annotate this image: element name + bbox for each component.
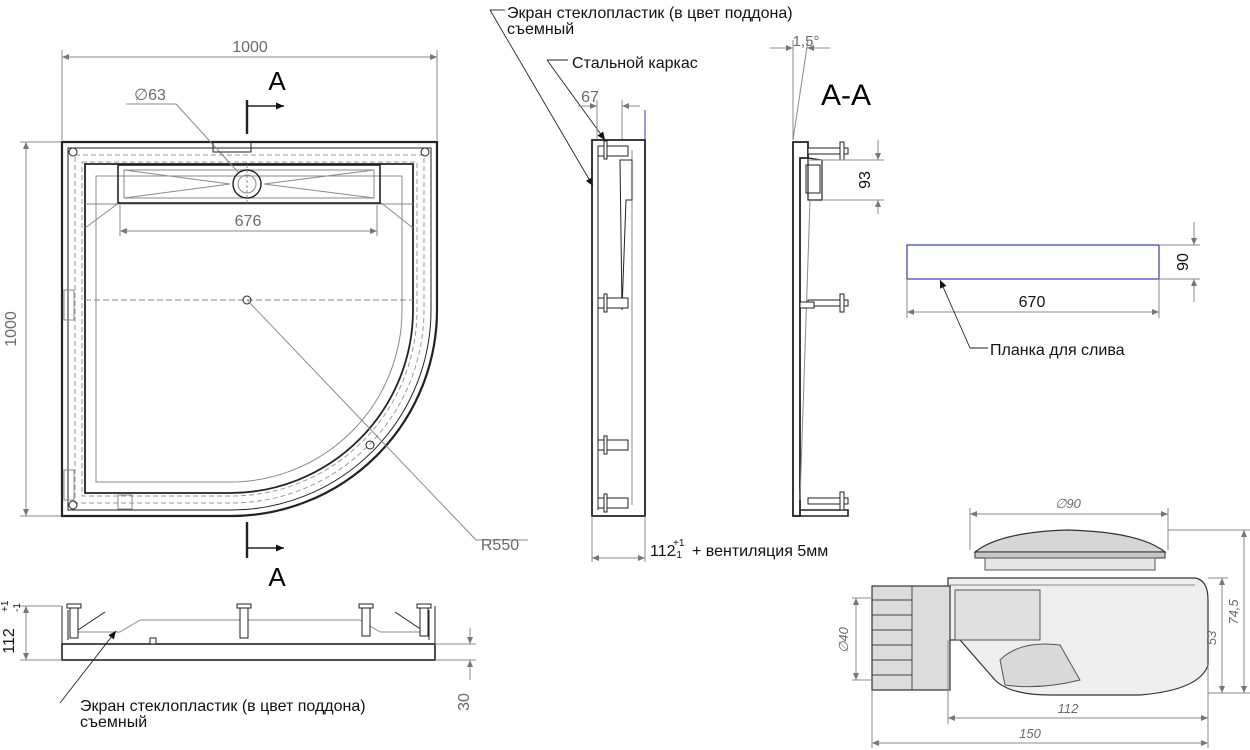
plate-note: Планка для слива xyxy=(990,342,1125,359)
siphon-body-length-label: 112 xyxy=(1058,701,1079,716)
siphon-body-height-label: 53 xyxy=(1204,630,1219,645)
side-screen-note-line1: Экран стеклопластик (в цвет поддона) xyxy=(507,5,793,22)
side-view: Экран стеклопластик (в цвет поддона) съе… xyxy=(489,5,828,562)
drain-diameter-label: ∅63 xyxy=(134,87,166,104)
drain-plate: 90 670 Планка для слива xyxy=(906,222,1200,359)
section-mark-top: A xyxy=(268,66,286,96)
front-view: 112 +1 -1 30 Экран стеклопластик (в цвет… xyxy=(0,600,476,731)
foot-height-label: 30 xyxy=(456,693,473,711)
side-depth-label: 67 xyxy=(581,89,599,106)
section-title: A-A xyxy=(821,79,871,112)
side-tolerance-minus: -1 xyxy=(673,550,682,561)
siphon-total-length-label: 150 xyxy=(1019,726,1041,741)
drain-width-label: 676 xyxy=(235,213,262,230)
front-height-label: 112 xyxy=(1,628,18,654)
plate-length-label: 670 xyxy=(1019,294,1046,311)
front-screen-note-line2: съемный xyxy=(80,714,147,731)
front-tolerance-plus: +1 xyxy=(0,600,11,612)
side-height-label: 112 xyxy=(650,543,676,560)
front-screen-note-line1: Экран стеклопластик (в цвет поддона) xyxy=(80,698,366,715)
side-screen-note-line2: съемный xyxy=(507,21,574,38)
siphon-outlet-diameter-label: ∅40 xyxy=(836,626,851,653)
frame-note: Стальной каркас xyxy=(572,55,698,72)
section-view: A-A 1,5° 93 xyxy=(770,33,884,517)
angle-label: 1,5° xyxy=(793,33,820,50)
siphon: ∅90 ∅40 74,5 53 xyxy=(836,496,1250,748)
front-tolerance-minus: -1 xyxy=(12,603,23,612)
side-tolerance-plus: +1 xyxy=(673,538,685,549)
plate-height-label: 90 xyxy=(1175,253,1192,271)
rim-height-label: 93 xyxy=(857,171,874,189)
width-dimension-label: 1000 xyxy=(232,39,268,56)
ventilation-note: + вентиляция 5мм xyxy=(692,543,828,560)
siphon-top-diameter-label: ∅90 xyxy=(1055,496,1082,511)
siphon-total-height-label: 74,5 xyxy=(1226,599,1241,625)
section-mark-bottom: A xyxy=(268,562,286,592)
radius-label: R550 xyxy=(481,537,519,554)
top-view: 1000 1000 676 ∅63 xyxy=(3,39,528,592)
height-dimension-label: 1000 xyxy=(3,311,20,347)
